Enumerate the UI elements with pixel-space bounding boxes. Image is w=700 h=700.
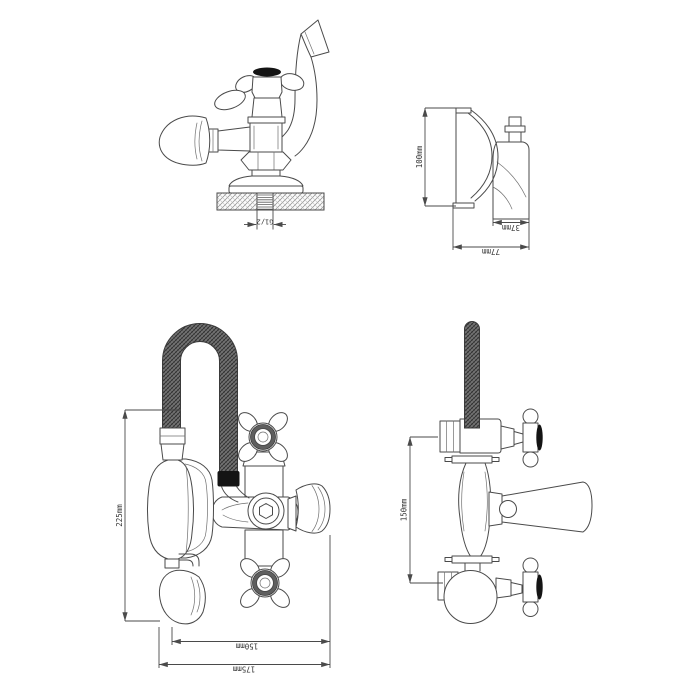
lower-flange (444, 555, 500, 572)
spout-curve-profile (452, 107, 499, 209)
view-mixer-side: 150mm (400, 321, 593, 624)
cross-handle (214, 67, 305, 111)
spray-head (158, 569, 206, 625)
spout-nozzle (287, 483, 331, 534)
bottom-cross-handle-side (522, 557, 543, 617)
dimension-height-100: 100mm (415, 107, 456, 207)
dimension-height-225: 225mm (115, 409, 181, 622)
temperature-lever (488, 481, 593, 533)
view-deck-faucet-side: 100mm 37mm 77mm (415, 107, 530, 256)
mixer-height-dimension-label: 225mm (115, 504, 124, 527)
dimension-thread-size: G1/2 (244, 210, 286, 230)
thread-size-label: G1/2 (257, 218, 274, 226)
dimension-body-depth-37: 37mm (492, 219, 530, 232)
hose-side (464, 321, 480, 429)
hose-collar (217, 471, 240, 487)
escutcheon-base (228, 169, 304, 194)
dimension-overall-width-175: 175mm (158, 627, 331, 674)
view-deck-faucet-front: G1/2 (158, 19, 330, 230)
bottom-valve-group (437, 557, 543, 624)
hex-nut (240, 151, 292, 171)
handle-cap (253, 67, 281, 77)
upper-flange (444, 455, 500, 464)
side-height-dimension-label: 150mm (400, 498, 409, 521)
cartridge-body (458, 462, 492, 558)
shower-hose (162, 323, 250, 503)
top-cross-handle-side (522, 408, 543, 468)
overall-width-dimension-label: 175mm (232, 665, 255, 674)
dimension-inner-width-150: 150mm (171, 535, 331, 651)
view-mixer-front: 225mm 150mm 175mm (115, 323, 331, 674)
valve-body (247, 97, 286, 153)
spout-outlet-stub (504, 116, 526, 143)
body-depth-dimension-label: 37mm (501, 223, 520, 232)
swan-neck-spout (281, 19, 330, 157)
lever-handle (158, 115, 251, 166)
height-dimension-label: 100mm (415, 145, 424, 168)
mounting-deck (216, 192, 325, 211)
dimension-height-150: 150mm (400, 436, 443, 584)
inner-width-dimension-label: 150mm (235, 642, 258, 651)
faucet-body-profile (492, 141, 530, 220)
handset-assembly (147, 427, 214, 625)
diverter-boss (247, 492, 285, 530)
dimension-overall-depth-77: 77mm (452, 208, 530, 256)
threaded-shank (257, 194, 273, 210)
overall-depth-dimension-label: 77mm (481, 247, 500, 256)
outlet-ball (443, 570, 498, 624)
